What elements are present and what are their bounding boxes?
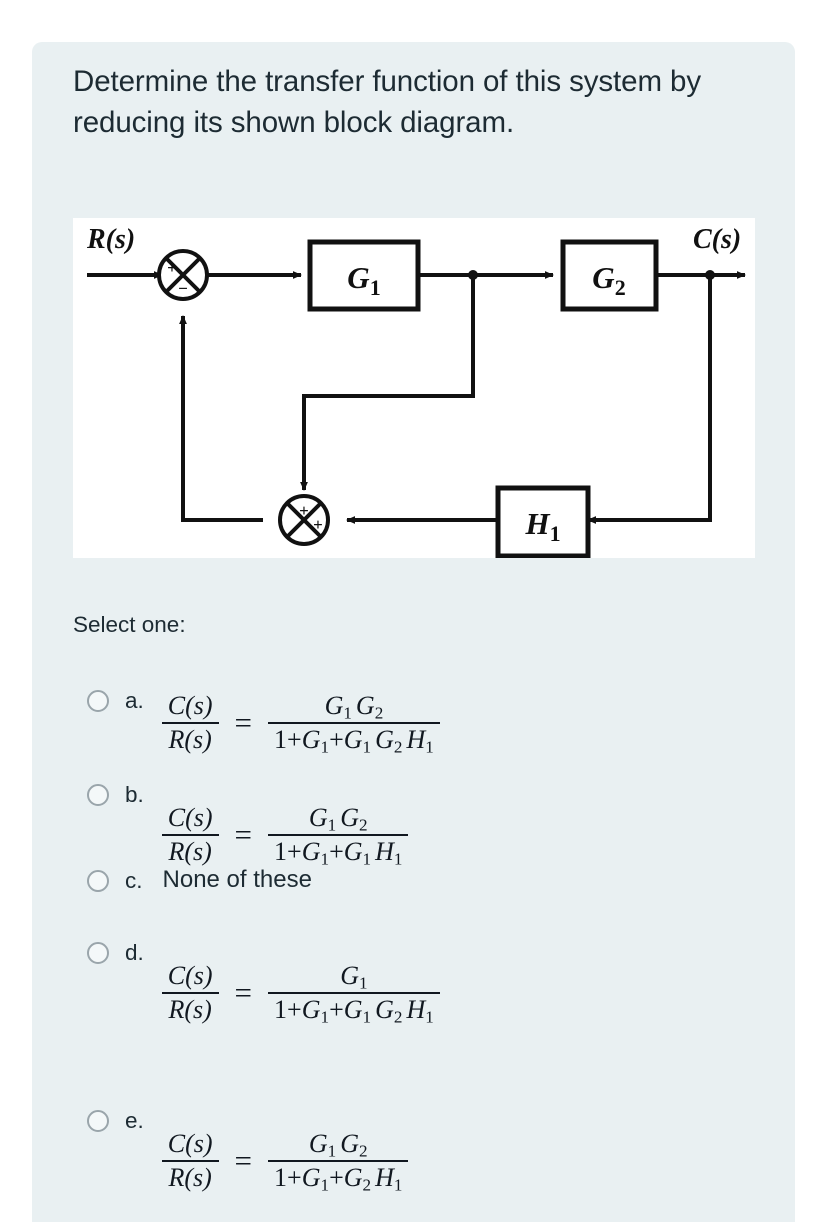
option-d-lhs: C(s) R(s) (161, 960, 219, 1026)
summing-junction-2: + + (278, 494, 330, 546)
option-a-lhs-num: C(s) (167, 691, 213, 720)
option-b-equals: = (234, 817, 253, 853)
node-g1-output-tap (468, 270, 478, 280)
fraction-bar (161, 722, 219, 725)
option-e-letter: e. (125, 1108, 144, 1133)
wire-sum2-to-sum1 (179, 315, 263, 522)
option-e-lhs-num: C(s) (167, 1129, 213, 1158)
option-e-equals: = (234, 1143, 253, 1179)
option-d-lhs-den: R(s) (168, 995, 212, 1025)
option-d-letter: d. (125, 940, 144, 965)
node-output-tap (705, 270, 715, 280)
option-b-lhs: C(s) R(s) (161, 802, 219, 868)
option-b-letter: b. (125, 782, 144, 807)
label-output-cs: C(s) (693, 224, 741, 255)
fraction-bar (268, 992, 440, 995)
fraction-bar (161, 1160, 219, 1163)
block-diagram-image: + − + + G1 (73, 218, 755, 558)
block-diagram-svg: + − + + G1 (86, 224, 746, 558)
summing-junction-1: + − (157, 249, 209, 301)
sum1-sign-bottom: − (178, 279, 188, 298)
sum1-sign-left: + (167, 258, 177, 277)
question-prompt-text: Determine the transfer function of this … (73, 65, 701, 139)
option-c[interactable]: c. None of these (73, 866, 773, 893)
option-d-equals: = (234, 975, 253, 1011)
option-a-lhs-den: R(s) (168, 725, 212, 755)
option-c-letter: c. (125, 868, 143, 893)
option-b-lhs-den: R(s) (168, 837, 212, 867)
radio-option-c[interactable] (87, 870, 109, 892)
wire-output-to-h1 (587, 275, 712, 524)
label-input-rs: R(s) (86, 224, 135, 255)
block-g1-label: G1 (347, 260, 380, 300)
option-e-lhs: C(s) R(s) (161, 1128, 219, 1194)
option-b-lhs-num: C(s) (167, 803, 213, 832)
fraction-bar (268, 834, 409, 837)
block-g1: G1 (307, 239, 421, 312)
option-e-lhs-den: R(s) (168, 1163, 212, 1193)
block-g2-label: G2 (592, 260, 625, 300)
option-c-text: None of these (162, 866, 312, 893)
fraction-bar (268, 1160, 409, 1163)
radio-option-b[interactable] (87, 784, 109, 806)
option-d-rhs-num: G1 (340, 961, 368, 993)
radio-option-a[interactable] (87, 690, 109, 712)
question-card: Determine the transfer function of this … (32, 42, 795, 1222)
sum2-sign-top: + (299, 501, 309, 520)
block-h1-label: H1 (524, 506, 560, 546)
wire-g1-tap-to-sum2 (300, 275, 475, 491)
option-a-equals: = (234, 705, 253, 741)
block-h1: H1 (495, 485, 591, 558)
sum2-sign-right: + (313, 515, 323, 534)
option-d-lhs-num: C(s) (167, 961, 213, 990)
option-a-lhs: C(s) R(s) (161, 690, 219, 756)
fraction-bar (161, 834, 219, 837)
option-a-letter: a. (125, 688, 144, 713)
block-g2: G2 (560, 239, 659, 312)
fraction-bar (268, 722, 440, 725)
radio-option-e[interactable] (87, 1110, 109, 1132)
fraction-bar (161, 992, 219, 995)
select-one-label: Select one: (73, 612, 186, 637)
radio-option-d[interactable] (87, 942, 109, 964)
